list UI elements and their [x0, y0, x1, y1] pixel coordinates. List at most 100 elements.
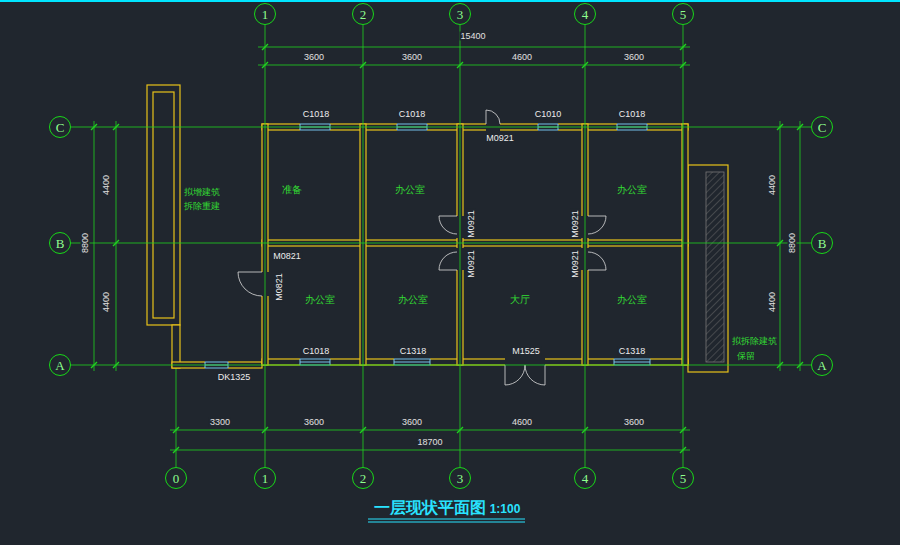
axis-number: 5 — [680, 8, 687, 21]
room-name-box: 准备 — [280, 183, 304, 197]
hatch-area — [706, 172, 724, 362]
axis-number: 4 — [582, 8, 589, 21]
room-name-box: 办公室 — [303, 293, 337, 307]
dimension-line — [94, 47, 800, 450]
dimension-text: 4400 — [768, 291, 777, 313]
wall — [688, 165, 728, 372]
window-symbol — [614, 359, 650, 365]
room-name-box: 办公室 — [615, 183, 649, 197]
windows — [205, 124, 650, 368]
axis-bubble: B — [811, 232, 833, 254]
axis-line — [265, 25, 266, 467]
opening-tag: M0921 — [485, 134, 515, 143]
dimension-lines — [91, 44, 803, 467]
axis-number: 4 — [582, 472, 589, 485]
axis-line — [683, 25, 684, 467]
room-name-box: 办公室 — [396, 293, 430, 307]
room-name-box: 办公室 — [393, 183, 427, 197]
opening-tag: M0821 — [275, 272, 284, 302]
opening-tag: M0921 — [571, 249, 580, 279]
axis-bubble: 4 — [574, 3, 596, 25]
wall — [153, 92, 174, 318]
room-name: 大厅 — [510, 295, 530, 305]
note-text: 保留 — [736, 352, 756, 361]
axis-line — [71, 243, 811, 244]
axis-line — [363, 25, 364, 467]
dimension-text: 3600 — [401, 418, 423, 427]
axis-number: C — [56, 121, 65, 134]
axis-line — [71, 365, 811, 366]
axis-bubble: 0 — [165, 467, 187, 489]
axis-number: A — [817, 359, 826, 372]
opening-tag: C1318 — [399, 347, 428, 356]
doors — [238, 110, 606, 385]
door-swing — [588, 252, 606, 270]
wall — [147, 85, 180, 325]
opening-tag: M0921 — [571, 209, 580, 239]
note-text: 拆除重建 — [183, 202, 221, 211]
dimension-text: 3600 — [623, 418, 645, 427]
door-swing — [439, 252, 457, 270]
axis-line — [460, 25, 461, 467]
axis-number: B — [818, 237, 827, 250]
room-name: 办公室 — [398, 295, 428, 305]
axis-number: 3 — [457, 472, 464, 485]
opening-tag: C1018 — [398, 110, 427, 119]
axis-bubble: 5 — [672, 467, 694, 489]
door-swing — [238, 272, 262, 296]
room-name-box: 大厅 — [508, 293, 532, 307]
door-swing — [486, 110, 500, 124]
dimension-text: 4400 — [102, 291, 111, 313]
dimension-text: 4400 — [102, 174, 111, 196]
axis-bubble: A — [49, 354, 71, 376]
axis-number: 3 — [457, 8, 464, 21]
axis-bubble: 1 — [254, 3, 276, 25]
opening-tag: DK1325 — [217, 373, 252, 382]
axis-line — [585, 25, 586, 467]
axis-line — [71, 127, 811, 128]
window-symbol — [394, 359, 430, 365]
door-swing — [439, 216, 457, 234]
axis-number: B — [56, 237, 65, 250]
room-name: 准备 — [282, 185, 302, 195]
axis-bubble: C — [811, 116, 833, 138]
axis-number: C — [818, 121, 827, 134]
dimension-text: 4600 — [511, 53, 533, 62]
door-swing — [505, 365, 545, 385]
axis-bubble: 2 — [352, 3, 374, 25]
room-name: 办公室 — [617, 295, 647, 305]
opening-tag: M0921 — [467, 249, 476, 279]
opening-tag: C1018 — [618, 110, 647, 119]
axis-number: A — [55, 359, 64, 372]
axis-number: 1 — [262, 8, 269, 21]
dimension-text: 3600 — [303, 418, 325, 427]
axis-number: 5 — [680, 472, 687, 485]
wall-openings — [205, 123, 650, 369]
note-text: 拟拆除建筑 — [731, 337, 778, 346]
title-underline — [368, 519, 525, 522]
axis-number: 2 — [360, 8, 367, 21]
drawing-title: 一层现状平面图 — [374, 500, 486, 516]
axis-bubble: 3 — [449, 3, 471, 25]
room-name-box: 办公室 — [615, 293, 649, 307]
extension-walls — [147, 85, 728, 372]
axis-bubble: 5 — [672, 3, 694, 25]
axis-bubble: 3 — [449, 467, 471, 489]
opening-tag: C1010 — [534, 110, 563, 119]
opening-tag: M0821 — [272, 252, 302, 261]
door-swing — [588, 216, 606, 234]
opening-tag: C1018 — [302, 110, 331, 119]
dimension-tick — [91, 44, 803, 453]
dimension-text: 15400 — [459, 32, 486, 41]
dimension-text: 3600 — [303, 53, 325, 62]
wall — [262, 359, 688, 365]
opening-tag: C1318 — [618, 347, 647, 356]
axis-bubble: A — [811, 354, 833, 376]
note-text: 拟增建筑 — [183, 188, 221, 197]
axis-line — [176, 368, 177, 467]
dimension-text: 18700 — [416, 438, 443, 447]
scale-text: 1:100 — [489, 503, 522, 515]
axis-number: 0 — [173, 472, 180, 485]
